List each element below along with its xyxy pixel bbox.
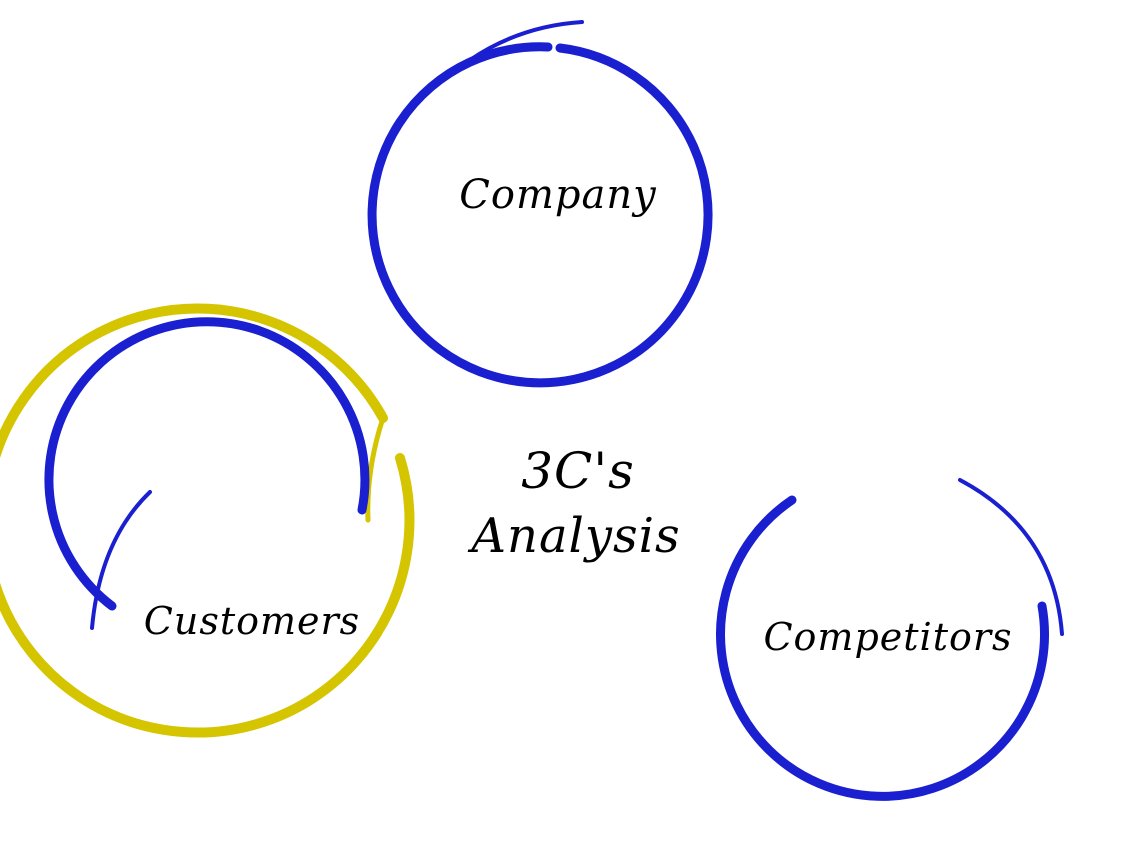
customers-ring-tail (90, 490, 152, 630)
center-ring-stroke (0, 303, 415, 738)
competitors-label: Competitors (763, 615, 1012, 659)
customers-ring-stroke (44, 317, 370, 611)
company-ring-stroke (367, 42, 713, 388)
customers-label: Customers (144, 599, 360, 643)
center-title-line1: 3C's (521, 442, 634, 500)
competitors-ring (716, 478, 1064, 801)
center-ring-tail (365, 415, 386, 523)
center-ring (0, 303, 415, 738)
company-label: Company (459, 172, 657, 218)
company-ring-tail (468, 20, 584, 62)
competitors-ring-stroke (716, 495, 1049, 801)
customers-ring (44, 317, 370, 630)
company-ring (367, 20, 713, 388)
competitors-ring-tail (958, 478, 1064, 636)
center-title-line2: Analysis (467, 508, 680, 564)
